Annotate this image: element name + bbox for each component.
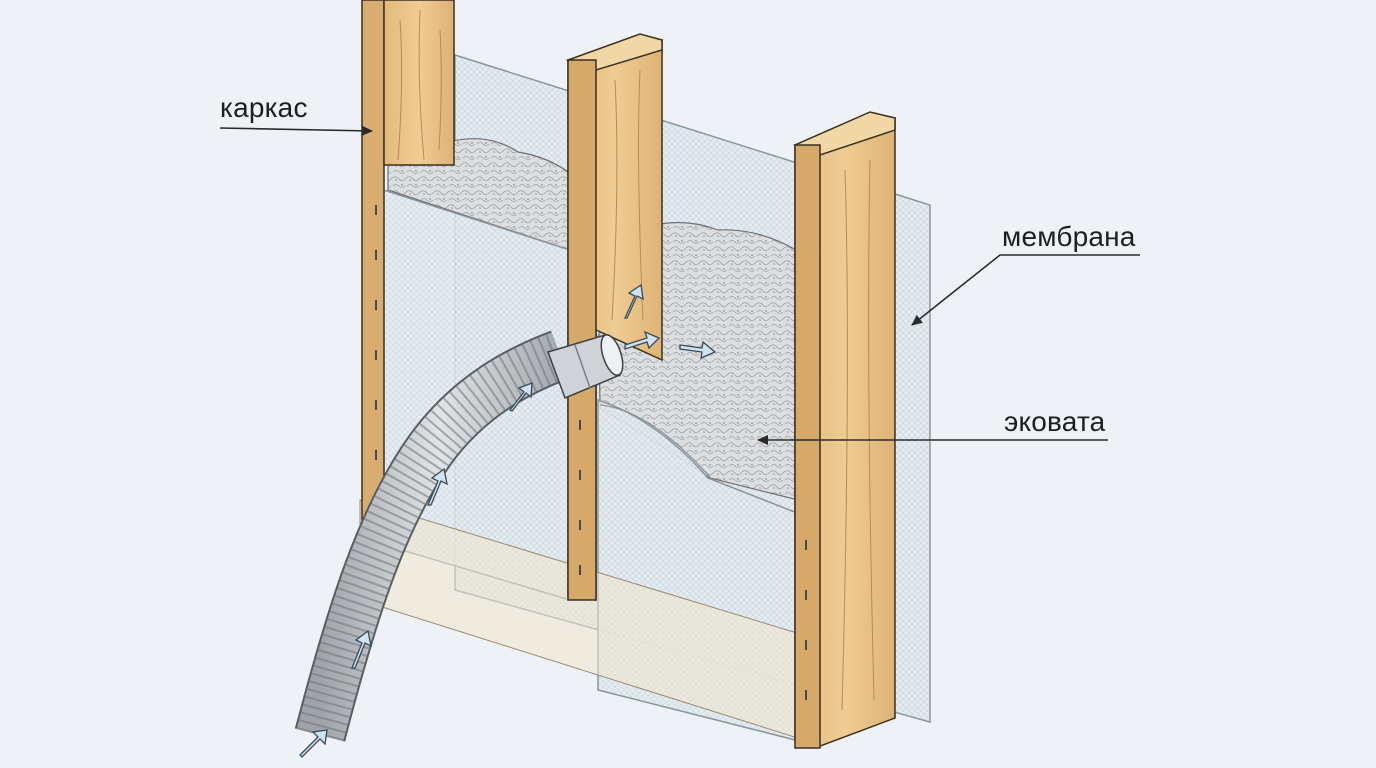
callout-line-frame: [219, 125, 373, 136]
airflow-arrows: [299, 283, 717, 758]
label-membrane: мембрана: [1002, 221, 1136, 252]
callout-lines: [219, 125, 1140, 445]
staples: [375, 205, 807, 700]
label-frame: каркас: [220, 92, 308, 123]
callout-line-membrane: [911, 254, 1140, 326]
frame-stud-right: [793, 111, 896, 749]
hose-nozzle: [547, 334, 624, 399]
blowing-hose: [294, 330, 570, 742]
label-ecowool: эковата: [1004, 406, 1106, 437]
frame-stud-middle: [565, 33, 663, 601]
